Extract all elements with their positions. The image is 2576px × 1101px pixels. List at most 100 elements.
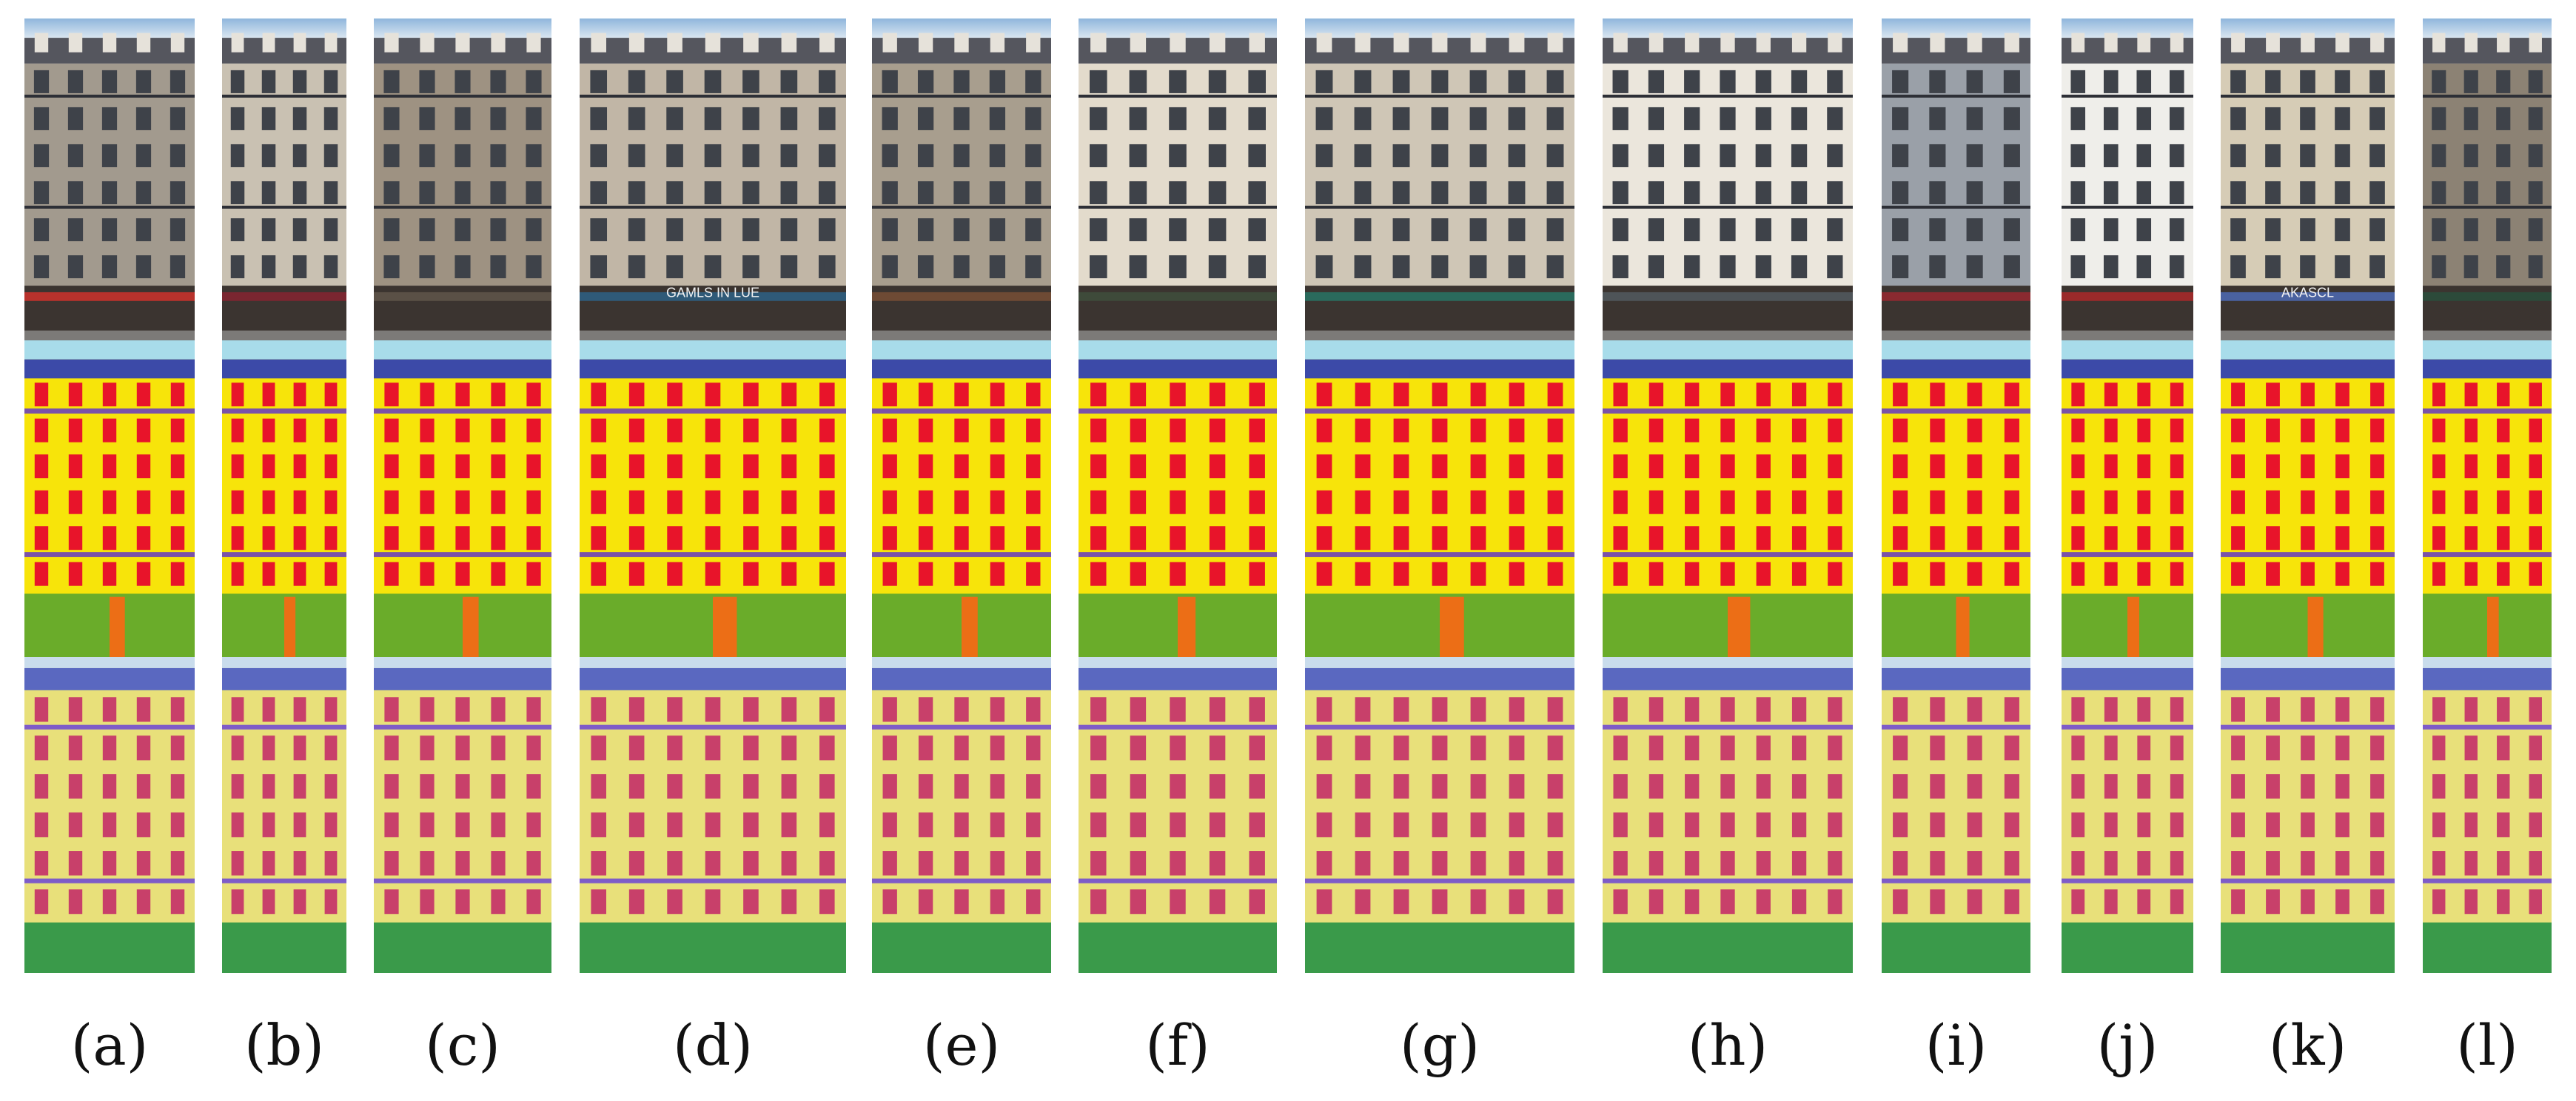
window: [1612, 70, 1629, 93]
window: [33, 255, 50, 279]
window-overlay: [990, 735, 1005, 761]
shop-sign: [374, 292, 551, 301]
window-overlay: [743, 697, 759, 722]
window-label: [102, 454, 117, 479]
window-overlay: [293, 735, 306, 761]
window: [953, 255, 970, 279]
dormer: [1720, 33, 1735, 53]
window-overlay: [1355, 735, 1371, 761]
window-overlay: [1130, 735, 1147, 761]
window-overlay: [231, 889, 244, 915]
dormer: [918, 33, 933, 53]
window-overlay: [705, 889, 721, 915]
roof-label: [1882, 359, 2030, 379]
balcony-overlay: [222, 724, 346, 730]
window: [1354, 218, 1372, 242]
window-overlay: [170, 812, 185, 838]
roof-overlay: [2062, 667, 2193, 690]
window-label: [170, 562, 185, 586]
window-overlay: [918, 851, 933, 876]
wall-region: [2221, 63, 2395, 286]
window-label: [1393, 383, 1409, 407]
window-label: [882, 383, 897, 407]
window: [2070, 70, 2086, 93]
window: [261, 255, 276, 279]
window-label: [1967, 490, 1982, 514]
window-overlay: [954, 697, 969, 722]
window: [455, 144, 471, 167]
window-label: [819, 454, 835, 479]
window-overlay: [1209, 774, 1226, 799]
balcony-label: [1305, 552, 1574, 557]
balcony-overlay: [2062, 724, 2193, 730]
window: [917, 218, 934, 242]
window-label: [2266, 526, 2280, 550]
window-overlay: [628, 774, 645, 799]
panel-caption: (a): [70, 1012, 149, 1078]
window: [2300, 70, 2315, 93]
window-overlay: [293, 774, 306, 799]
window-label: [1613, 383, 1628, 407]
window-overlay: [2104, 889, 2118, 915]
window-label: [231, 526, 244, 550]
window-overlay: [1249, 812, 1265, 838]
window-label: [262, 526, 275, 550]
dormer: [2231, 33, 2245, 53]
window-label: [1026, 383, 1041, 407]
window-label: [2301, 490, 2315, 514]
window: [261, 107, 276, 130]
balcony-label: [2423, 552, 2552, 557]
window-label: [1613, 454, 1628, 479]
window: [780, 144, 798, 167]
window-label: [1432, 454, 1448, 479]
window: [2335, 70, 2350, 93]
window-overlay: [2231, 812, 2245, 838]
window-overlay: [34, 697, 49, 722]
window-overlay: [628, 851, 645, 876]
dormer: [34, 33, 49, 53]
sky-label: [24, 340, 195, 360]
window-label: [293, 562, 306, 586]
window-overlay: [781, 735, 797, 761]
window: [1129, 255, 1147, 279]
window-overlay: [1026, 812, 1041, 838]
window: [1169, 107, 1187, 130]
window: [1648, 70, 1665, 93]
window: [1755, 144, 1771, 167]
window: [1929, 107, 1946, 130]
dormer: [262, 33, 275, 53]
window-overlay: [455, 851, 470, 876]
window-overlay: [1547, 889, 1563, 915]
window-label: [324, 383, 338, 407]
window: [101, 107, 118, 130]
window-overlay: [2464, 889, 2478, 915]
window: [455, 181, 471, 204]
balcony-rail: [2221, 205, 2395, 209]
window-overlay: [1791, 889, 1807, 915]
window-label: [491, 490, 506, 514]
window: [953, 181, 970, 204]
window: [1392, 218, 1410, 242]
window: [1755, 70, 1771, 93]
window: [780, 107, 798, 130]
window: [67, 107, 84, 130]
window-overlay: [954, 735, 969, 761]
window-overlay: [1547, 851, 1563, 876]
window: [1546, 181, 1564, 204]
window-overlay: [1170, 812, 1186, 838]
window-overlay: [102, 889, 117, 915]
window-label: [1393, 490, 1409, 514]
balcony-overlay: [580, 878, 846, 883]
window: [1315, 107, 1333, 130]
window-label: [1316, 418, 1332, 442]
window-label: [2137, 526, 2151, 550]
window-overlay: [1613, 889, 1628, 915]
window-label: [1026, 418, 1041, 442]
window: [292, 218, 307, 242]
window: [1612, 144, 1629, 167]
window-overlay: [1967, 812, 1982, 838]
window-overlay: [1930, 851, 1945, 876]
balcony-label: [222, 552, 346, 557]
window-label: [781, 418, 797, 442]
window-overlay: [2266, 889, 2280, 915]
